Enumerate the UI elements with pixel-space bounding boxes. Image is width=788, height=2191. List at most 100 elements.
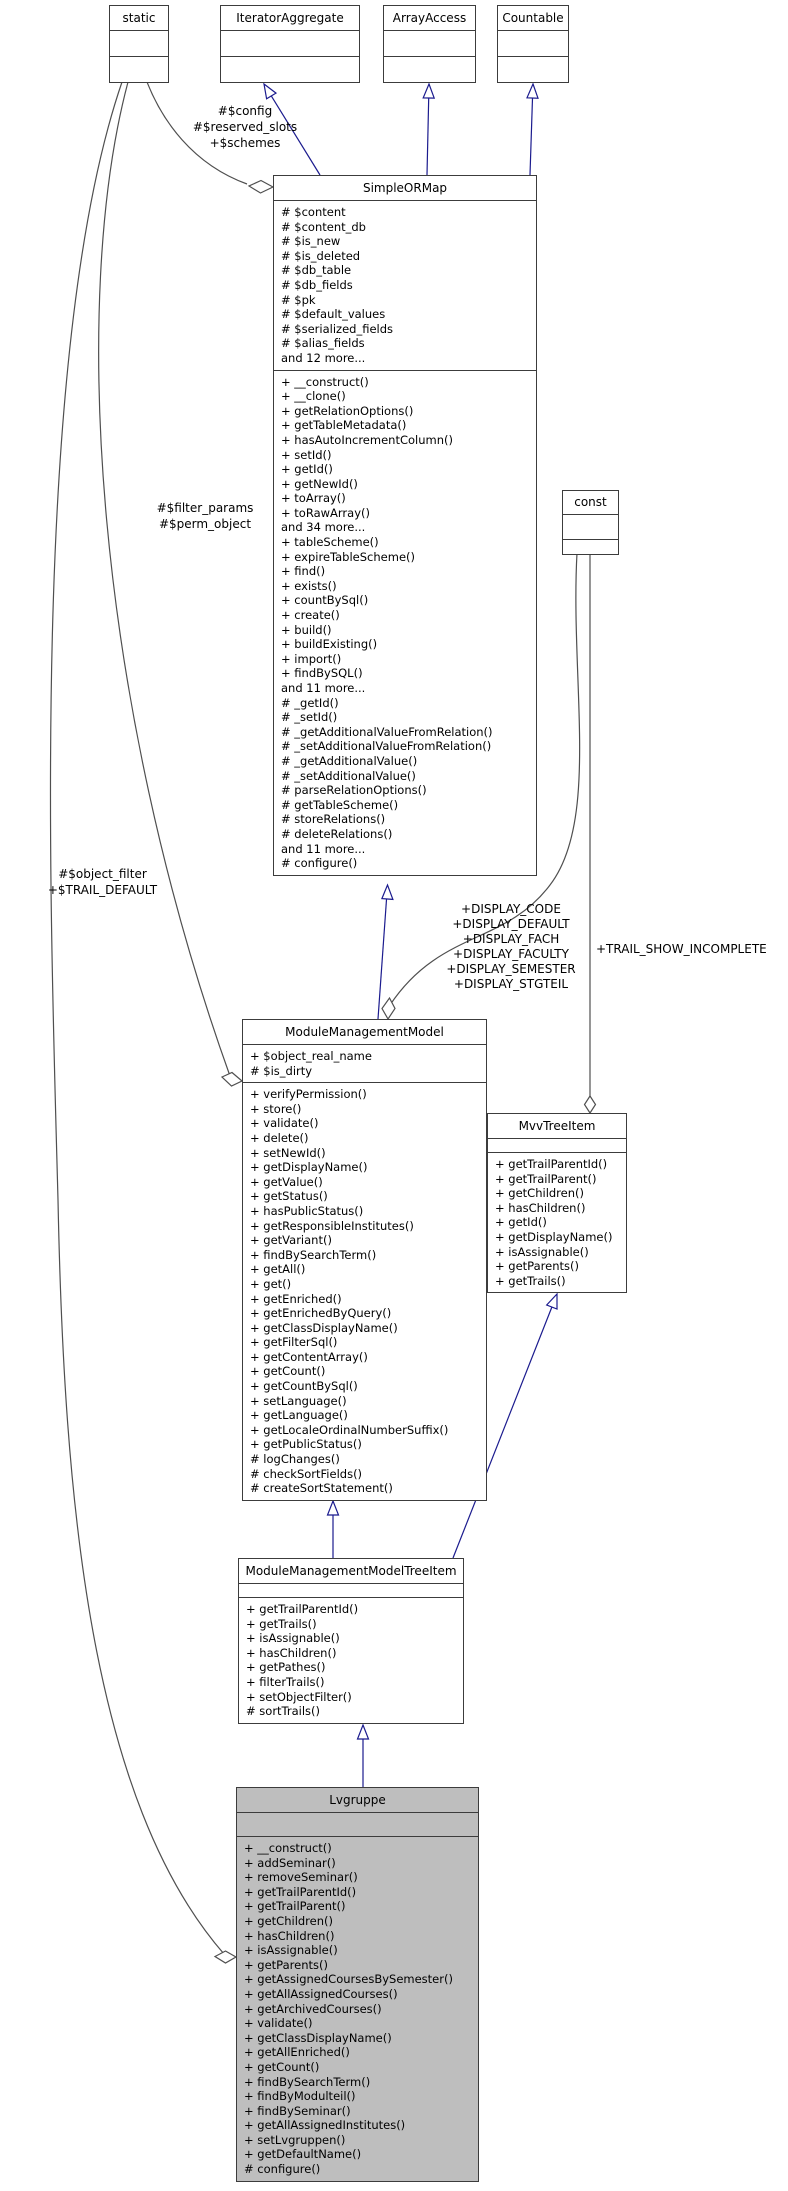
edge-simpleormap-to-countable [529, 97, 534, 176]
class-box-modulemanagementmodel: ModuleManagementModel + $object_real_nam… [242, 1019, 487, 1501]
member-row: # _getId() [281, 695, 339, 710]
class-box-lvgruppe: Lvgruppe + __construct()+ addSeminar()+ … [236, 1787, 479, 2182]
mvvtreeitem-methods: + getTrailParentId()+ getTrailParent()+ … [488, 1152, 626, 1292]
inheritance-arrow-simpleormap [381, 883, 394, 901]
member-row: # logChanges() [250, 1452, 340, 1467]
member-row: + build() [281, 622, 332, 637]
member-row: + removeSeminar() [244, 1870, 358, 1885]
static-methods-compartment [110, 56, 168, 82]
member-row: + countBySql() [281, 593, 369, 608]
member-row: + getContentArray() [250, 1349, 368, 1364]
member-row: + getChildren() [244, 1913, 333, 1928]
member-row: and 34 more... [281, 520, 366, 535]
member-row: + getId() [495, 1215, 547, 1230]
member-row: + getCount() [244, 2059, 320, 2074]
class-box-static: static [109, 5, 169, 83]
member-row: + getAllEnriched() [244, 2045, 350, 2060]
member-row: # $default_values [281, 307, 386, 322]
member-row: + isAssignable() [244, 1943, 338, 1958]
member-row: # configure() [244, 2162, 321, 2177]
const-methods-compartment [563, 539, 618, 554]
member-row: + findBySearchTerm() [250, 1247, 377, 1262]
class-title-simpleormap[interactable]: SimpleORMap [362, 181, 448, 195]
member-row: + setLanguage() [250, 1393, 347, 1408]
member-row: + getCountBySql() [250, 1379, 358, 1394]
edge-label-line: +DISPLAY_CODE [461, 902, 561, 916]
member-row: # _setAdditionalValueFromRelation() [281, 739, 492, 754]
member-row: + getNewId() [281, 476, 358, 491]
class-title-const[interactable]: const [574, 495, 607, 509]
member-row: + getValue() [250, 1174, 323, 1189]
member-row: # $serialized_fields [281, 321, 394, 336]
class-title-modulemanagementmodel[interactable]: ModuleManagementModel [285, 1025, 444, 1039]
member-row: # createSortStatement() [250, 1481, 393, 1496]
member-row: + setId() [281, 447, 332, 462]
member-row: + expireTableScheme() [281, 549, 415, 564]
member-row: + hasPublicStatus() [250, 1203, 364, 1218]
member-row: + getId() [281, 462, 333, 477]
edge-label-line: +DISPLAY_FACULTY [453, 947, 569, 961]
member-row: + get() [250, 1276, 292, 1291]
member-row: + find() [281, 564, 326, 579]
class-title-lvgruppe: Lvgruppe [329, 1793, 386, 1807]
member-row: + hasChildren() [246, 1645, 337, 1660]
member-row: + verifyPermission() [250, 1087, 367, 1102]
edge-label-line: +$TRAIL_DEFAULT [47, 883, 158, 897]
member-row: + toRawArray() [281, 505, 370, 520]
edge-label-line: +TRAIL_SHOW_INCOMPLETE [596, 942, 767, 956]
member-row: # getTableScheme() [281, 797, 399, 812]
member-row: + getParents() [244, 1957, 328, 1972]
class-title-static[interactable]: static [122, 11, 156, 25]
edge-simpleormap-to-iteratoraggregate [270, 95, 321, 176]
mvvtreeitem-attributes-compartment [488, 1138, 626, 1152]
member-row: + getTrailParent() [244, 1899, 346, 1914]
member-row: + $object_real_name [250, 1049, 372, 1063]
edge-label-line: #$reserved_slots [192, 120, 298, 134]
member-row: # parseRelationOptions() [281, 783, 427, 798]
member-row: # _getAdditionalValueFromRelation() [281, 724, 493, 739]
const-attributes-compartment [563, 514, 618, 539]
member-row: + findByModulteil() [244, 2089, 356, 2104]
member-row: + getTrailParent() [495, 1171, 597, 1186]
member-row: + validate() [244, 2016, 313, 2031]
member-row: # _getAdditionalValue() [281, 753, 418, 768]
member-row: + getAssignedCoursesBySemester() [244, 1972, 453, 1987]
member-row: + getLocaleOrdinalNumberSuffix() [250, 1422, 449, 1437]
edge-label-static-to-modulemanagementmodel: #$filter_params #$perm_object [140, 500, 270, 532]
member-row: + getParents() [495, 1259, 579, 1274]
class-title-arrayaccess[interactable]: ArrayAccess [392, 11, 467, 25]
class-title-mvvtreeitem[interactable]: MvvTreeItem [518, 1119, 596, 1133]
member-row: + hasChildren() [495, 1200, 586, 1215]
class-title-iteratoraggregate[interactable]: IteratorAggregate [236, 11, 344, 25]
countable-methods-compartment [498, 56, 568, 82]
member-row: + getPublicStatus() [250, 1437, 362, 1452]
class-title-countable[interactable]: Countable [502, 11, 564, 25]
member-row: # $content_db [281, 219, 366, 234]
member-row: + addSeminar() [244, 1855, 336, 1870]
inheritance-arrow-mvvtreeitem [545, 1292, 558, 1310]
member-row: + filterTrails() [246, 1674, 325, 1689]
edge-label-line: #$perm_object [158, 517, 252, 531]
member-row: + getTrails() [246, 1616, 317, 1631]
edge-label-line: #$filter_params [156, 501, 254, 515]
member-row: + findBySearchTerm() [244, 2074, 371, 2089]
member-row: # $is_dirty [250, 1063, 313, 1078]
member-row: + getTrailParentId() [246, 1602, 359, 1616]
member-row: + setNewId() [250, 1145, 326, 1160]
member-row: + hasChildren() [244, 1928, 335, 1943]
edge-mmm-to-simpleormap [377, 899, 388, 1020]
member-row: + getAllAssignedCourses() [244, 1986, 398, 2001]
inheritance-arrow-arrayaccess [422, 82, 436, 99]
member-row: + import() [281, 651, 342, 666]
class-title-modulemanagementmodeltreeitem[interactable]: ModuleManagementModelTreeItem [245, 1564, 457, 1578]
member-row: + isAssignable() [495, 1244, 589, 1259]
member-row: + validate() [250, 1116, 319, 1131]
member-row: + getEnrichedByQuery() [250, 1306, 392, 1321]
member-row: + getLanguage() [250, 1408, 348, 1423]
member-row: + setLvgruppen() [244, 2132, 346, 2147]
aggregation-diamond-modulemanagementmodel-top [381, 996, 396, 1021]
member-row: + buildExisting() [281, 637, 378, 652]
member-row: # checkSortFields() [250, 1466, 363, 1481]
member-row: + getVariant() [250, 1233, 332, 1248]
member-row: + getTrails() [495, 1273, 566, 1288]
